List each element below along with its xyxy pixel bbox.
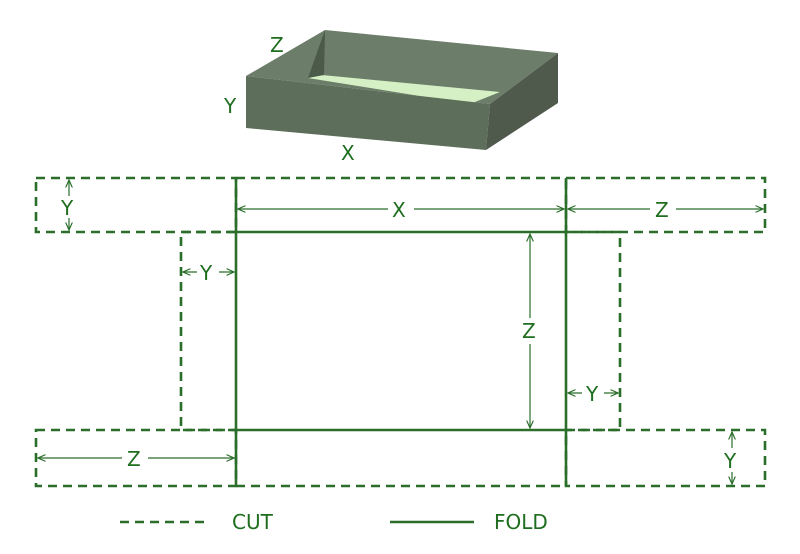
dim-label-center-z: Z	[522, 319, 536, 343]
dim-label-right-side-y: Y	[585, 382, 599, 406]
box-label-y: Y	[223, 94, 237, 118]
fold-lines	[234, 178, 568, 486]
cut-left-side	[179, 230, 236, 432]
dim-label-bottom-right-y: Y	[723, 449, 737, 473]
dim-label-top-flap-y: Y	[60, 196, 74, 220]
legend: CUT FOLD	[120, 510, 548, 534]
box-illustration: Z Y X	[223, 30, 558, 165]
box-inner-floor	[308, 75, 500, 104]
legend-cut-label: CUT	[232, 510, 274, 534]
box-inner-wall	[308, 30, 325, 78]
legend-fold-label: FOLD	[494, 510, 548, 534]
box-front-face	[246, 76, 490, 150]
cut-top-right-flap	[564, 176, 767, 234]
dim-label-left-side-y: Y	[199, 261, 213, 285]
dim-label-top-x: X	[392, 198, 406, 222]
dim-label-top-right-z: Z	[655, 198, 669, 222]
dimensions: Y X Z Y Z Y Z Y	[38, 180, 763, 484]
cut-right-side	[566, 230, 622, 432]
box-label-z: Z	[270, 33, 284, 57]
box-side-face	[486, 53, 558, 150]
box-label-x: X	[341, 141, 355, 165]
cut-lines	[34, 176, 767, 488]
dim-label-bottom-left-z: Z	[127, 447, 141, 471]
